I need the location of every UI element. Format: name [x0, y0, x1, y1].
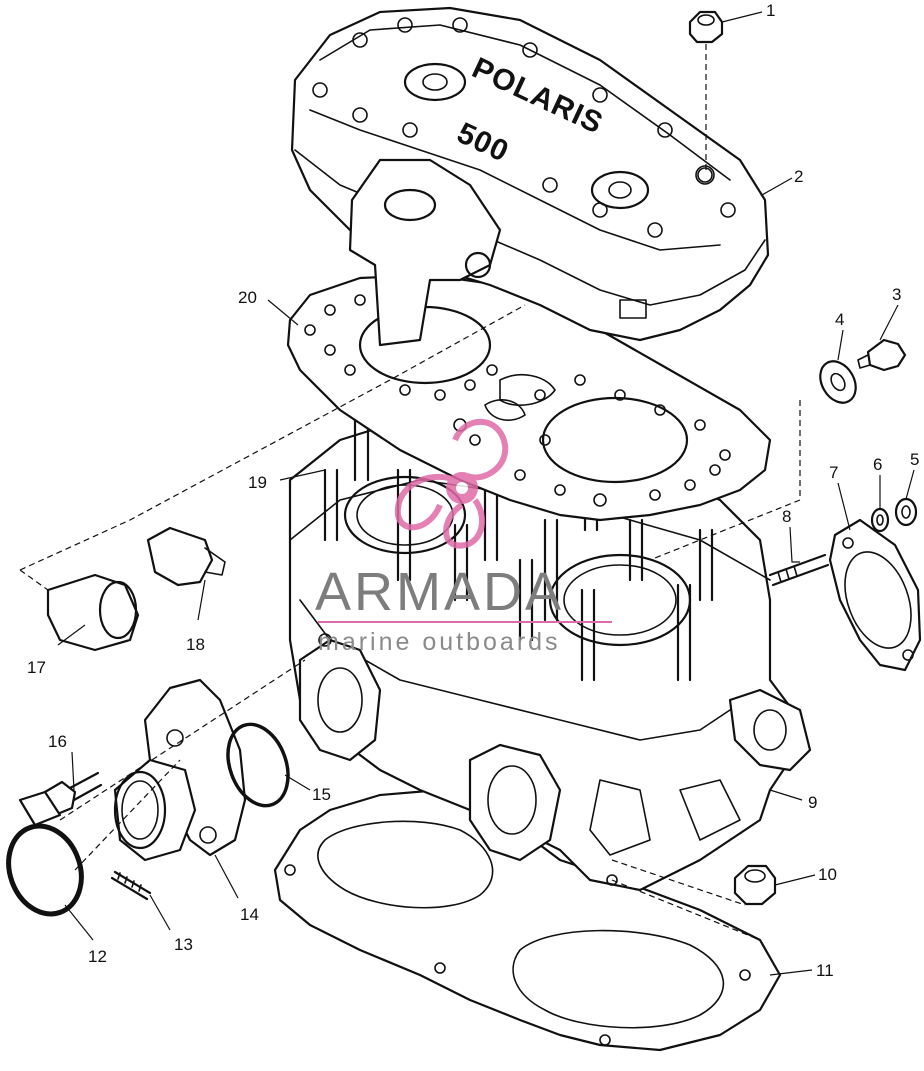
callout-9: 9: [808, 793, 817, 812]
exhaust-stud: [768, 553, 830, 587]
callout-5: 5: [910, 450, 919, 469]
callout-2: 2: [794, 167, 803, 186]
head-nut: [688, 10, 724, 170]
callout-6: 6: [873, 455, 882, 474]
alignment-line: [611, 879, 761, 941]
callout-10: 10: [818, 865, 837, 884]
watermark-brand: ARMADA: [315, 562, 564, 622]
alignment-line: [19, 569, 49, 591]
flange-nut: [894, 497, 918, 527]
callout-1: 1: [766, 1, 775, 20]
propeller-logo-icon: [394, 418, 509, 549]
cylinder-head: POLARIS 500: [290, 6, 770, 347]
temp-sensor: [146, 526, 226, 587]
clamp-screw: [110, 870, 152, 901]
washer: [819, 360, 857, 404]
alignment-line: [59, 659, 306, 821]
callout-3: 3: [892, 285, 901, 304]
callout-18: 18: [186, 635, 205, 654]
intake-manifold: [113, 678, 247, 862]
alignment-line: [649, 400, 801, 561]
callout-labels: 1 2 3 4 5 6 7 8 9 10 11 12 13 14 15 16 1…: [27, 1, 919, 980]
base-nut: [733, 864, 777, 906]
callout-11: 11: [816, 961, 834, 980]
callout-4: 4: [835, 310, 844, 329]
thermostat-housing: [46, 573, 140, 652]
exhaust-gasket: [828, 518, 922, 672]
callout-8: 8: [782, 507, 791, 526]
leader-lines: [57, 11, 915, 976]
callout-13: 13: [174, 935, 193, 954]
callout-14: 14: [240, 905, 259, 924]
o-ring: [226, 722, 290, 808]
callout-20: 20: [238, 288, 257, 307]
watermark-tagline: marine outboards: [318, 628, 561, 656]
temp-bolt: [857, 338, 907, 372]
alignment-line: [74, 759, 181, 871]
callout-16: 16: [48, 732, 67, 751]
callout-15: 15: [312, 785, 331, 804]
lock-washer: [870, 507, 890, 533]
alignment-line: [19, 304, 526, 571]
callout-12: 12: [88, 947, 107, 966]
callout-19: 19: [248, 473, 267, 492]
callout-7: 7: [829, 463, 838, 482]
callout-17: 17: [27, 658, 46, 677]
hose-clamp: [6, 790, 84, 917]
alignment-line: [611, 859, 746, 906]
